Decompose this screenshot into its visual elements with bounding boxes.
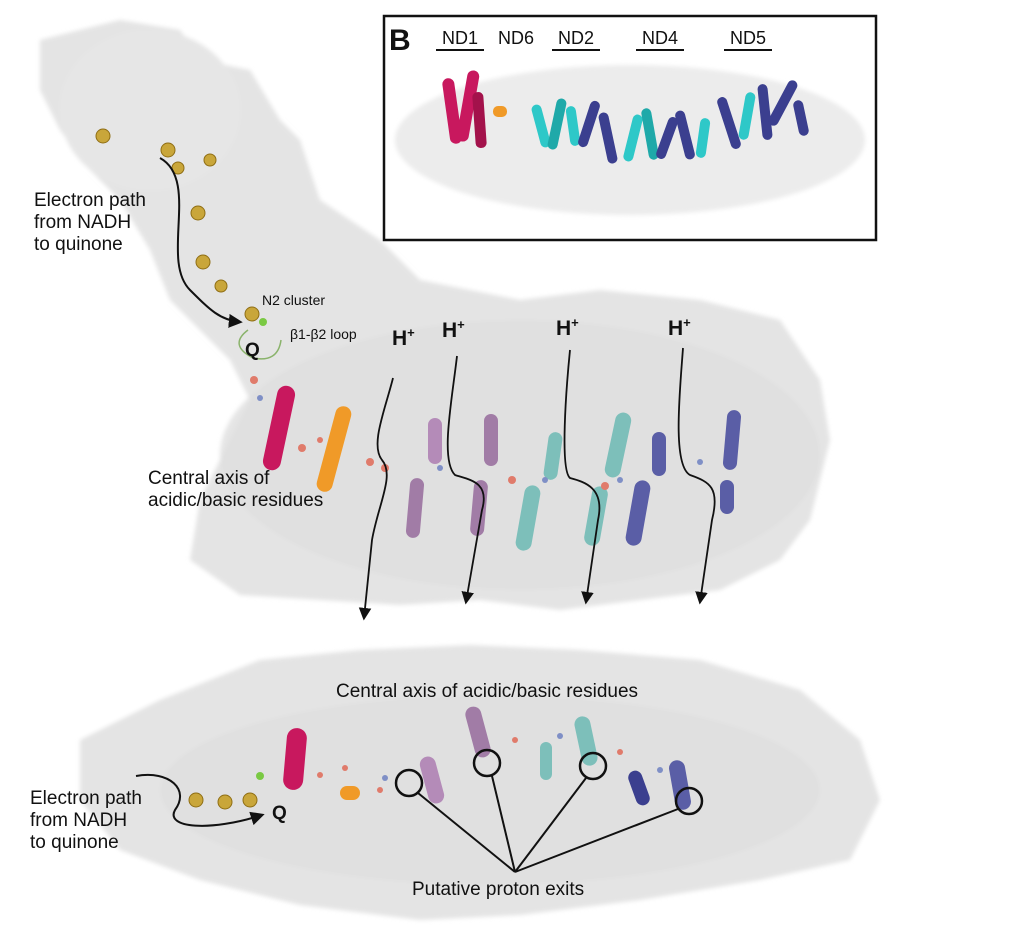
proton-exit-lines [417, 775, 679, 873]
proton-label-4: H+ [668, 315, 691, 340]
proton-exit-3 [578, 751, 608, 781]
beta-loop-top [238, 329, 282, 360]
proton-label-2: H+ [442, 317, 465, 342]
inset-label-nd2: ND2 [552, 28, 601, 51]
beta-loop-label: β1-β2 loop [290, 326, 357, 342]
inset-nd2-helices [531, 98, 618, 164]
proton-exit-circles [394, 748, 704, 816]
inset-label-nd5: ND5 [724, 28, 773, 51]
inset-panel [382, 14, 878, 242]
inset-label-nd1: ND1 [436, 28, 485, 51]
inset-nd5-helices [717, 80, 809, 149]
proton-exit-2 [472, 748, 502, 778]
proton-label-1: H+ [392, 325, 415, 350]
quinone-label-top: Q [245, 340, 260, 361]
electron-path-label-top: Electron path from NADH to quinone [34, 190, 146, 255]
top-protein-surface [40, 20, 830, 610]
electron-path-arrow-bottom [135, 773, 265, 827]
electron-path-arrow-top [159, 157, 243, 328]
fes-clusters-bottom [188, 772, 264, 810]
proton-exit-1 [394, 768, 424, 798]
nd1-helix-a [262, 385, 296, 471]
top-helices [262, 385, 742, 551]
n2-cluster-label: N2 cluster [262, 292, 326, 308]
quinone-label-bottom: Q [272, 803, 287, 824]
proton-label-3: H+ [556, 315, 579, 340]
nd6-helix [316, 406, 352, 492]
central-residues-top [250, 376, 703, 490]
proton-path-arrows [358, 347, 716, 621]
bottom-protein-surface [80, 645, 880, 920]
inset-nd1-helices [442, 70, 487, 149]
inset-label-nd4: ND4 [636, 28, 685, 51]
inset-label-nd6: ND6 [498, 28, 535, 48]
inset-nd4-helices [623, 108, 711, 162]
proton-exit-4 [674, 786, 704, 816]
inset-nd6-helix [493, 106, 507, 117]
electron-path-label-bottom: Electron path from NADH to quinone [30, 788, 142, 853]
proton-exits-label: Putative proton exits [412, 879, 585, 900]
central-residues-bottom [317, 733, 663, 793]
central-axis-label-bottom: Central axis of acidic/basic residues [336, 681, 639, 702]
fes-clusters-top [95, 128, 267, 326]
central-axis-label-top: Central axis of acidic/basic residues [148, 468, 324, 511]
inset-panel-label: B [389, 24, 411, 57]
